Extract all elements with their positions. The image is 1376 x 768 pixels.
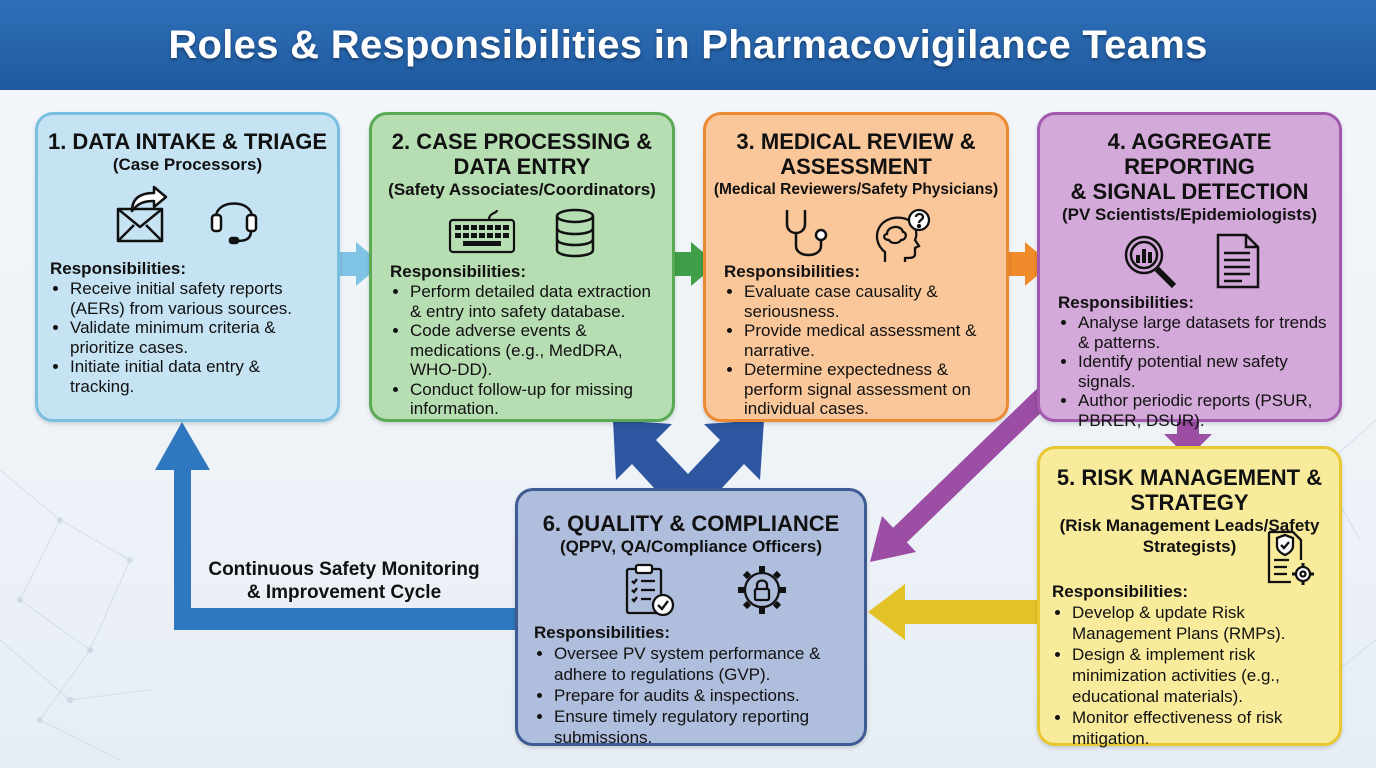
gear-lock-icon <box>735 563 789 617</box>
role-box-quality-compliance: 6. QUALITY & COMPLIANCE (QPPV, QA/Compli… <box>515 488 867 748</box>
arrow-6-to-1-cycle <box>155 422 517 630</box>
list-item: Identify potential new safety signals. <box>1078 352 1327 391</box>
arrow-4-to-5 <box>1164 420 1212 458</box>
clipboard-check-icon <box>623 563 675 617</box>
arrow-2-to-3 <box>673 242 717 286</box>
responsibilities-heading: Responsibilities: <box>50 259 187 278</box>
cycle-label: Continuous Safety Monitoring & Improveme… <box>204 558 484 604</box>
arrow-5-to-6 <box>868 584 1038 640</box>
list-item: Conduct follow-up for missing informatio… <box>410 380 660 419</box>
box-title-line-2: ASSESSMENT <box>780 154 932 179</box>
responsibilities-heading: Responsibilities: <box>534 623 671 642</box>
responsibilities-heading: Responsibilities: <box>724 262 861 281</box>
box-title-line-2: DATA ENTRY <box>453 154 591 179</box>
box-title: 2. CASE PROCESSING & <box>391 129 653 154</box>
box-role: (QPPV, QA/Compliance Officers) <box>560 537 822 556</box>
list-item: Develop & update Risk Management Plans (… <box>1072 602 1327 644</box>
box-role-line-2: Strategists) <box>1142 537 1237 556</box>
icon-row <box>38 185 337 249</box>
box-role: (Case Processors) <box>112 155 263 174</box>
role-box-data-intake: 1. DATA INTAKE & TRIAGE (Case Processors… <box>35 112 340 422</box>
arrow-1-to-2 <box>338 242 382 286</box>
responsibilities-list: Receive initial safety reports (AERs) fr… <box>50 279 325 396</box>
list-item: Design & implement risk minimization act… <box>1072 644 1327 707</box>
page-title: Roles & Responsibilities in Pharmacovigi… <box>168 22 1208 67</box>
arrow-4-to-6-head <box>870 516 916 562</box>
icon-row <box>372 208 672 258</box>
responsibilities-list: Perform detailed data extraction & entry… <box>390 282 660 419</box>
header-banner: Roles & Responsibilities in Pharmacovigi… <box>0 0 1376 90</box>
icon-row <box>518 563 864 617</box>
responsibilities-list: Develop & update Risk Management Plans (… <box>1052 602 1327 749</box>
list-item: Initiate initial data entry & tracking. <box>70 357 325 396</box>
responsibilities-list: Analyse large datasets for trends & patt… <box>1058 313 1327 430</box>
role-box-aggregate-reporting: 4. AGGREGATE REPORTING & SIGNAL DETECTIO… <box>1037 112 1342 430</box>
icon-row <box>706 208 1006 262</box>
responsibilities-heading: Responsibilities: <box>1052 582 1189 601</box>
list-item: Monitor effectiveness of risk mitigation… <box>1072 707 1327 749</box>
list-item: Prepare for audits & inspections. <box>554 685 852 706</box>
list-item: Evaluate case causality & seriousness. <box>744 282 994 321</box>
cycle-label-line-1: Continuous Safety Monitoring <box>208 559 480 580</box>
list-item: Ensure timely regulatory reporting submi… <box>554 706 852 748</box>
box-title: 1. DATA INTAKE & TRIAGE <box>47 129 328 154</box>
cycle-label-line-2: & Improvement Cycle <box>246 582 442 603</box>
box-role: (Medical Reviewers/Safety Physicians) <box>713 181 999 198</box>
list-item: Code adverse events & medications (e.g.,… <box>410 321 660 380</box>
head-brain-question-icon <box>871 208 933 262</box>
responsibilities-list: Evaluate case causality & seriousness. P… <box>724 282 994 419</box>
box-title: 5. RISK MANAGEMENT & <box>1056 465 1323 490</box>
database-icon <box>553 208 597 258</box>
box-title: 4. AGGREGATE REPORTING <box>1107 129 1272 179</box>
responsibilities-heading: Responsibilities: <box>1058 293 1195 312</box>
role-box-case-processing: 2. CASE PROCESSING & DATA ENTRY (Safety … <box>369 112 675 422</box>
list-item: Validate minimum criteria & prioritize c… <box>70 318 325 357</box>
list-item: Author periodic reports (PSUR, PBRER, DS… <box>1078 391 1327 430</box>
stethoscope-icon <box>779 208 835 258</box>
box-title: 3. MEDICAL REVIEW & <box>736 129 976 154</box>
arrow-4-to-6-shaft <box>891 384 1055 545</box>
box-role: (Risk Management Leads/Safety <box>1059 516 1320 535</box>
responsibilities-heading: Responsibilities: <box>390 262 527 281</box>
responsibilities-list: Oversee PV system performance & adhere t… <box>534 643 852 748</box>
document-icon <box>1214 233 1260 289</box>
list-item: Provide medical assessment & narrative. <box>744 321 994 360</box>
keyboard-icon <box>447 208 517 258</box>
list-item: Perform detailed data extraction & entry… <box>410 282 660 321</box>
headset-icon <box>206 185 262 249</box>
envelope-forward-icon <box>114 185 170 249</box>
list-item: Receive initial safety reports (AERs) fr… <box>70 279 325 318</box>
box-title-line-2: STRATEGY <box>1130 490 1249 515</box>
icon-row <box>1040 233 1339 289</box>
list-item: Oversee PV system performance & adhere t… <box>554 643 852 685</box>
arrow-6-to-2-and-3 <box>613 420 764 512</box>
box-title-line-2: & SIGNAL DETECTION <box>1070 179 1309 204</box>
list-item: Determine expectedness & perform signal … <box>744 360 994 419</box>
magnifier-chart-icon <box>1120 233 1178 289</box>
arrow-3-to-4 <box>1007 242 1051 286</box>
role-box-medical-review: 3. MEDICAL REVIEW & ASSESSMENT (Medical … <box>703 112 1009 422</box>
box-title: 6. QUALITY & COMPLIANCE <box>542 511 840 536</box>
list-item: Analyse large datasets for trends & patt… <box>1078 313 1327 352</box>
box-role: (Safety Associates/Coordinators) <box>388 180 656 199</box>
shield-document-gear-icon <box>1265 530 1315 591</box>
box-role: (PV Scientists/Epidemiologists) <box>1061 205 1318 224</box>
role-box-risk-management: 5. RISK MANAGEMENT & STRATEGY (Risk Mana… <box>1037 446 1342 749</box>
